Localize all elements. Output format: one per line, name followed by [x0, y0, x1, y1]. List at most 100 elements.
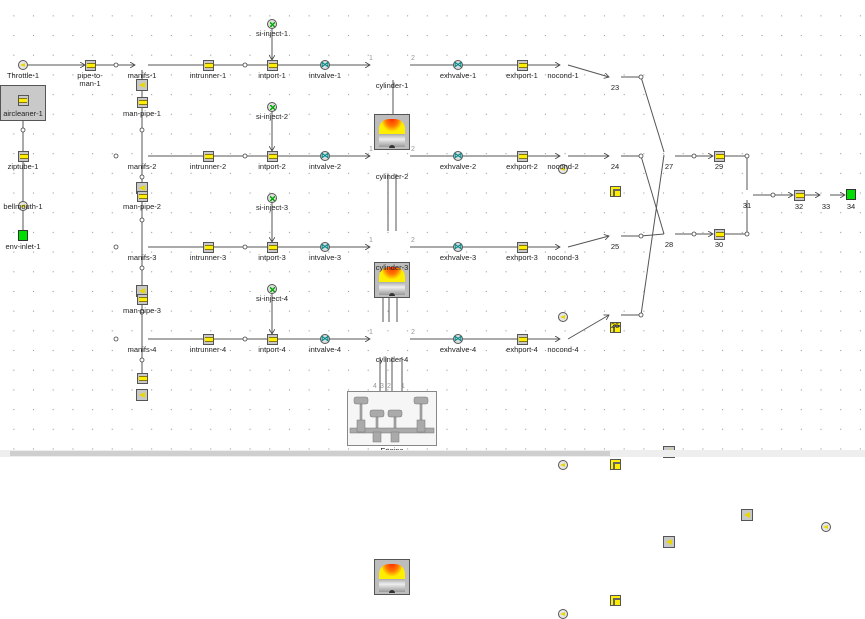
bend-node[interactable] [610, 322, 621, 333]
nocond-label: nocond-1 [547, 71, 579, 80]
nocond-node[interactable] [558, 460, 568, 470]
scrollbar-thumb[interactable] [10, 451, 610, 456]
env-inlet-label: env-inlet-1 [5, 242, 41, 251]
exhvalve-node[interactable]: ⋈ [453, 151, 463, 161]
intport-label: intport-4 [258, 345, 286, 354]
man-pipe-1-node[interactable] [137, 97, 148, 108]
cylinder-node[interactable] [374, 114, 410, 150]
bellmouth-label: bellmouth-1 [3, 202, 43, 211]
intvalve-node[interactable]: ⋈ [320, 242, 330, 252]
cylinder-label: cylinder-3 [375, 263, 409, 272]
manifs-1-node[interactable] [136, 79, 148, 91]
manifs-3-label: manifs-3 [127, 253, 157, 262]
intvalve-node[interactable]: ⋈ [320, 334, 330, 344]
exhvalve-node[interactable]: ⋈ [453, 60, 463, 70]
intrunner-label: intrunner-1 [189, 71, 227, 80]
man-pipe-2-node[interactable] [137, 191, 148, 202]
si-inject-node[interactable] [267, 102, 277, 112]
pipe-to-man-node[interactable] [85, 60, 96, 71]
cylinder-port-out: 2 [411, 237, 415, 244]
exhport-node[interactable] [517, 242, 528, 253]
cylinder-node[interactable] [374, 262, 410, 298]
manifs-1-label: manifs-1 [127, 71, 157, 80]
aircleaner-icon [17, 95, 29, 106]
piston-icon [379, 282, 405, 296]
engine-crank-icon [349, 396, 435, 443]
cylinder-port-in: 1 [369, 146, 373, 153]
split-28-label: 28 [664, 240, 674, 249]
pipe-29-node[interactable] [714, 151, 725, 162]
intrunner-node[interactable] [203, 151, 214, 162]
si-inject-node[interactable] [267, 193, 277, 203]
intrunner-label: intrunner-4 [189, 345, 227, 354]
split-28-node[interactable] [663, 536, 675, 548]
exhvalve-node[interactable]: ⋈ [453, 334, 463, 344]
manifs-2-label: manifs-2 [127, 162, 157, 171]
bend-label: 26 [610, 321, 620, 330]
cylinder-node[interactable] [374, 559, 410, 595]
bend-node[interactable] [610, 459, 621, 470]
ziptube-label: ziptube-1 [7, 162, 39, 171]
man-pipe-2-label: man-pipe-2 [123, 202, 161, 211]
cylinder-label: cylinder-4 [375, 355, 409, 364]
pipe-32-node[interactable] [794, 190, 805, 201]
bend-node[interactable] [610, 186, 621, 197]
intport-label: intport-2 [258, 162, 286, 171]
combustion-flame-icon [379, 564, 405, 579]
manifs-4-node[interactable] [136, 389, 148, 401]
si-inject-node[interactable] [267, 284, 277, 294]
intvalve-label: intvalve-2 [308, 162, 342, 171]
intrunner-label: intrunner-3 [189, 253, 227, 262]
intrunner-node[interactable] [203, 60, 214, 71]
env-inlet-node[interactable] [18, 230, 28, 241]
intport-label: intport-3 [258, 253, 286, 262]
pipe-30-node[interactable] [714, 229, 725, 240]
si-inject-label: si-inject-4 [255, 294, 289, 303]
orifice-33-node[interactable] [821, 522, 831, 532]
nocond-node[interactable] [558, 609, 568, 619]
man-pipe-1-label: man-pipe-1 [123, 109, 161, 118]
exhport-node[interactable] [517, 60, 528, 71]
exhvalve-node[interactable]: ⋈ [453, 242, 463, 252]
exhport-node[interactable] [517, 334, 528, 345]
env-outlet-34-node[interactable] [846, 189, 856, 200]
combustion-flame-icon [379, 119, 405, 134]
intrunner-node[interactable] [203, 334, 214, 345]
intvalve-node[interactable]: ⋈ [320, 60, 330, 70]
engine-port-1: 1 [401, 383, 405, 390]
cylinder-port-out: 2 [411, 146, 415, 153]
bend-label: 23 [610, 83, 620, 92]
throttle-node[interactable] [18, 60, 28, 70]
bellmouth-node[interactable] [18, 201, 28, 211]
manifold-end-node[interactable] [137, 373, 148, 384]
merge-31-node[interactable] [741, 509, 753, 521]
split-27-label: 27 [664, 162, 674, 171]
bend-label: 24 [610, 162, 620, 171]
nocond-node[interactable] [558, 164, 568, 174]
horizontal-scrollbar[interactable] [0, 450, 865, 457]
pipe-29-label: 29 [714, 162, 724, 171]
intport-node[interactable] [267, 60, 278, 71]
aircleaner-label: aircleaner-1 [3, 109, 43, 118]
intrunner-node[interactable] [203, 242, 214, 253]
intport-node[interactable] [267, 242, 278, 253]
aircleaner-node[interactable] [0, 85, 46, 121]
nocond-node[interactable] [558, 312, 568, 322]
exhvalve-label: exhvalve-3 [439, 253, 477, 262]
pipe-30-label: 30 [714, 240, 724, 249]
engine-port-2: 2 [387, 383, 391, 390]
ziptube-node[interactable] [18, 151, 29, 162]
intport-node[interactable] [267, 151, 278, 162]
man-pipe-3-node[interactable] [137, 294, 148, 305]
engine-port-3: 3 [380, 383, 384, 390]
bend-node[interactable] [610, 595, 621, 606]
cylinder-port-out: 2 [411, 329, 415, 336]
exhport-label: exhport-4 [506, 345, 538, 354]
engine-node[interactable] [347, 391, 437, 446]
intvalve-node[interactable]: ⋈ [320, 151, 330, 161]
intvalve-label: intvalve-1 [308, 71, 342, 80]
intport-node[interactable] [267, 334, 278, 345]
si-inject-node[interactable] [267, 19, 277, 29]
connection-wires [20, 25, 865, 392]
exhport-node[interactable] [517, 151, 528, 162]
